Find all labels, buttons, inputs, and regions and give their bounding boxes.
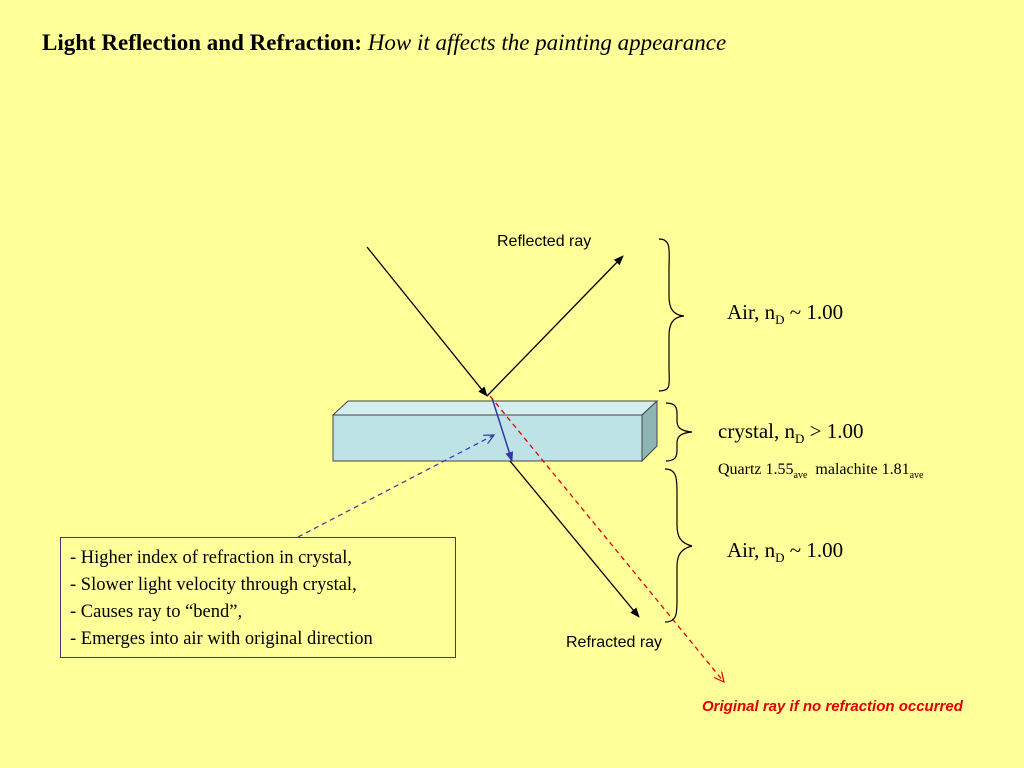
title-italic: How it affects the painting appearance — [367, 30, 727, 55]
reflected-ray-label: Reflected ray — [497, 233, 592, 250]
original-ray-label: Original ray if no refraction occurred — [702, 698, 963, 715]
brace-air-bottom — [664, 468, 693, 623]
page-title: Light Reflection and Refraction: How it … — [42, 30, 726, 56]
note-line: - Causes ray to “bend”, — [70, 602, 243, 622]
reflected-ray — [486, 255, 624, 397]
brace-air-top — [658, 238, 685, 392]
crystal-block-front — [332, 414, 643, 462]
refraction-note-box: - Higher index of refraction in crystal,… — [60, 537, 456, 658]
crystal-label: crystal, nD > 1.00 — [718, 419, 864, 447]
note-line: - Higher index of refraction in crystal, — [70, 548, 353, 568]
note-pointer-dashed — [297, 435, 494, 538]
original-ray-dashed — [489, 395, 724, 682]
brace-crystal — [665, 402, 693, 462]
note-line: - Slower light velocity through crystal, — [70, 575, 357, 595]
air-bottom-label: Air, nD ~ 1.00 — [727, 538, 844, 566]
air-top-label: Air, nD ~ 1.00 — [727, 300, 844, 328]
mineral-indices: Quartz 1.55ave malachite 1.81ave — [718, 461, 924, 482]
note-line: - Emerges into air with original directi… — [70, 629, 373, 649]
refracted-ray-label: Refracted ray — [566, 634, 663, 651]
title-bold: Light Reflection and Refraction: — [42, 30, 363, 55]
incident-ray — [366, 246, 488, 397]
refracted-ray — [509, 460, 640, 618]
crystal-refraction-ray — [491, 397, 514, 462]
